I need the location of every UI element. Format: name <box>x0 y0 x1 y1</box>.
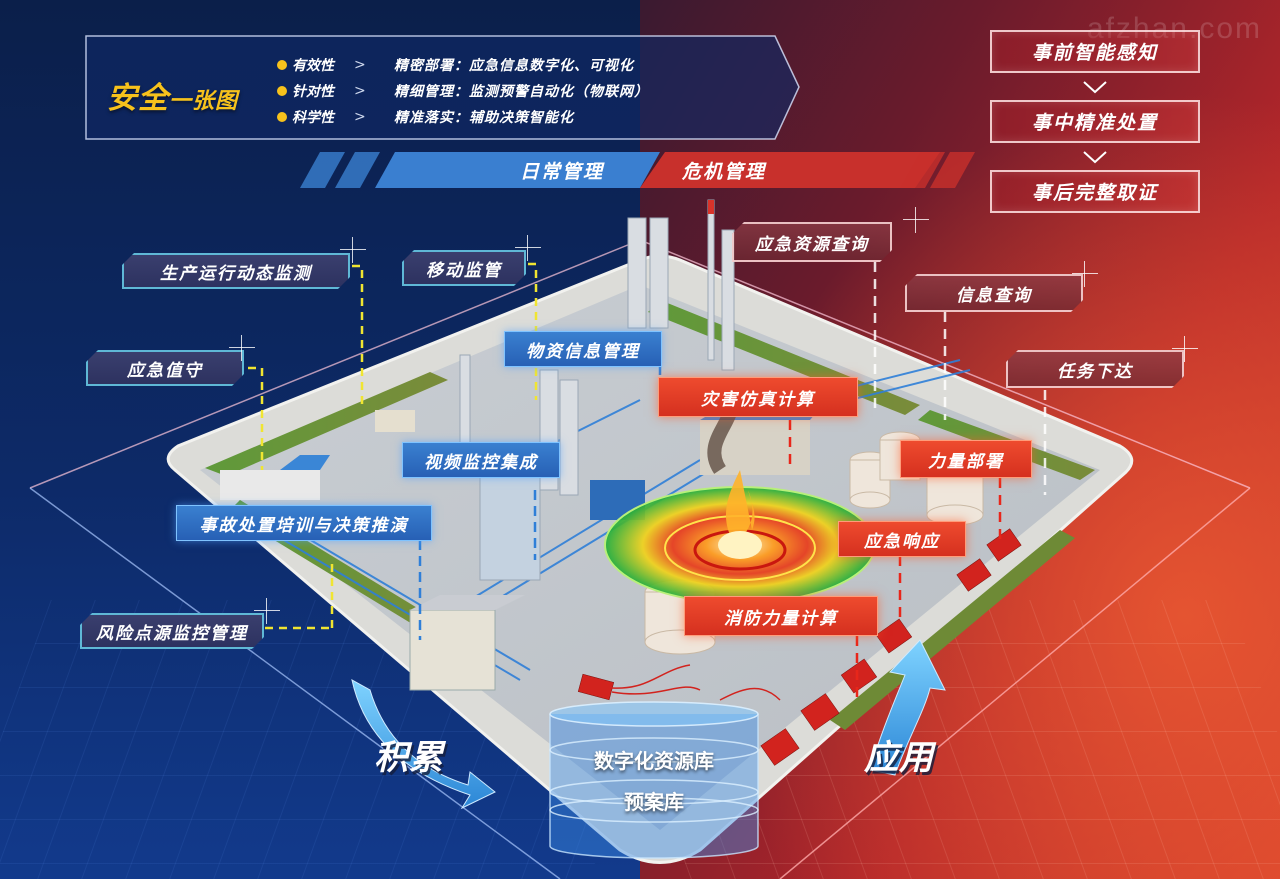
feature-desc: 精密部署：应急信息数字化、可视化 <box>394 58 634 74</box>
feature-list: 有效性 > 精密部署：应急信息数字化、可视化 针对性 > 精细管理：监测预警自动… <box>277 52 649 130</box>
chevron-right-icon: > <box>354 109 366 125</box>
step-pre-incident: 事前智能感知 <box>990 30 1200 73</box>
feature-desc: 精准落实：辅助决策智能化 <box>394 110 574 126</box>
callout-mobile-supervision[interactable]: 移动监管 <box>402 250 526 286</box>
callout-resource-query[interactable]: 应急资源查询 <box>732 222 892 262</box>
callout-risk-source[interactable]: 风险点源监控管理 <box>80 613 264 649</box>
flow-apply: 应用 <box>864 738 934 778</box>
bullet-icon <box>277 112 287 122</box>
callout-fire-force-calc[interactable]: 消防力量计算 <box>684 596 878 636</box>
bullet-icon <box>277 86 287 96</box>
plus-marker-icon <box>515 235 541 261</box>
mode-crisis-label: 危机管理 <box>682 161 767 183</box>
feature-item: 有效性 > 精密部署：应急信息数字化、可视化 <box>277 52 649 78</box>
mode-band: 日常管理 危机管理 <box>300 152 980 188</box>
database-cylinder: 数字化资源库 预案库 <box>548 700 760 860</box>
database-icon <box>549 701 759 859</box>
feature-item: 针对性 > 精细管理：监测预警自动化（物联网） <box>277 78 649 104</box>
step-post-incident: 事后完整取证 <box>990 170 1200 213</box>
title-sub: 一张图 <box>169 89 239 114</box>
callout-emergency-duty[interactable]: 应急值守 <box>86 350 244 386</box>
feature-name: 有效性 <box>292 58 334 74</box>
chevron-right-icon: > <box>354 83 366 99</box>
callout-training-decision[interactable]: 事故处置培训与决策推演 <box>176 505 432 541</box>
callout-task-dispatch[interactable]: 任务下达 <box>1006 350 1184 388</box>
feature-desc: 精细管理：监测预警自动化（物联网） <box>394 84 649 100</box>
chevron-down-icon <box>990 73 1200 100</box>
plus-marker-icon <box>1172 336 1198 362</box>
plus-marker-icon <box>340 237 366 263</box>
callout-force-deployment[interactable]: 力量部署 <box>900 440 1032 478</box>
incident-phase-steps: 事前智能感知 事中精准处置 事后完整取证 <box>990 30 1200 213</box>
feature-name: 科学性 <box>292 110 334 126</box>
step-during-incident: 事中精准处置 <box>990 100 1200 143</box>
plus-marker-icon <box>254 598 280 624</box>
callout-emergency-response[interactable]: 应急响应 <box>838 521 966 557</box>
page-title: 安全一张图 <box>107 73 238 117</box>
feature-item: 科学性 > 精准落实：辅助决策智能化 <box>277 104 649 130</box>
chevron-down-icon <box>990 143 1200 170</box>
title-main: 安全 <box>107 81 169 116</box>
plus-marker-icon <box>903 207 929 233</box>
flow-accumulate: 积累 <box>374 738 444 778</box>
callout-video-integration[interactable]: 视频监控集成 <box>402 442 560 478</box>
plus-marker-icon <box>229 335 255 361</box>
header-frame <box>85 35 800 140</box>
mode-daily-label: 日常管理 <box>520 161 605 183</box>
header-panel: 安全一张图 有效性 > 精密部署：应急信息数字化、可视化 针对性 > 精细管理：… <box>85 35 800 140</box>
plus-marker-icon <box>1072 261 1098 287</box>
database-line1: 数字化资源库 <box>594 749 714 773</box>
chevron-right-icon: > <box>354 57 366 73</box>
bullet-icon <box>277 60 287 70</box>
database-line2: 预案库 <box>624 790 684 814</box>
callout-disaster-simulation[interactable]: 灾害仿真计算 <box>658 377 858 417</box>
mode-band-shapes <box>300 152 975 188</box>
callout-info-query[interactable]: 信息查询 <box>905 274 1083 312</box>
callout-production-monitoring[interactable]: 生产运行动态监测 <box>122 253 350 289</box>
feature-name: 针对性 <box>292 84 334 100</box>
callout-material-info[interactable]: 物资信息管理 <box>504 331 662 367</box>
